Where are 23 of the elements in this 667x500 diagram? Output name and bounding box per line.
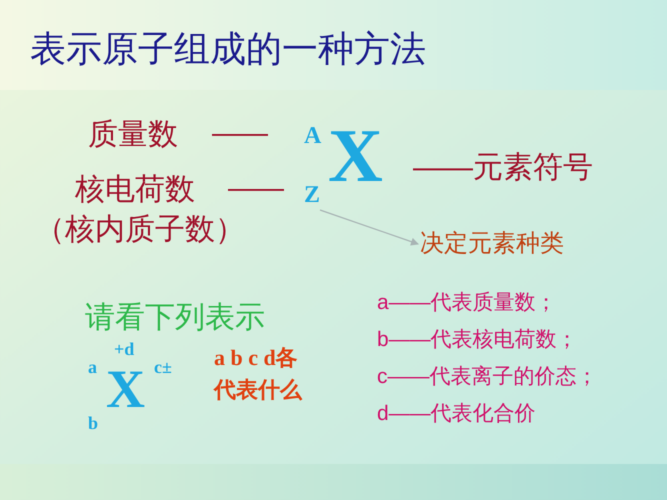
term-label: （核内质子数） [35, 212, 245, 248]
answer-text: d——代表化合价 [377, 401, 536, 427]
term-label: 核电荷数 [75, 172, 195, 208]
answer-text: a——代表质量数； [377, 290, 557, 316]
valence-symbol: c± [154, 356, 172, 379]
atomic-number-symbol: b [88, 412, 98, 435]
prompt-text: 请看下列表示 [85, 300, 265, 336]
element-symbol: X [328, 118, 383, 194]
answer-text: c——代表离子的价态； [377, 364, 598, 390]
element-symbol: X [106, 362, 145, 416]
mass-number-symbol: a [88, 356, 97, 379]
note-text: 决定元素种类 [420, 226, 564, 262]
answer-text: b——代表核电荷数； [377, 327, 578, 353]
atomic-number-symbol: Z [304, 180, 320, 210]
mass-number-symbol: A [304, 122, 322, 151]
question-text: a b c d各代表什么 [214, 344, 304, 404]
arrow [320, 209, 419, 246]
term-label: ——元素符号 [413, 150, 593, 186]
term-label: 质量数 [88, 117, 178, 153]
charge-symbol: +d [114, 338, 134, 361]
slide-title: 表示原子组成的一种方法 [30, 27, 426, 71]
dash-label: —— [212, 116, 268, 150]
dash-label: —— [228, 171, 284, 205]
